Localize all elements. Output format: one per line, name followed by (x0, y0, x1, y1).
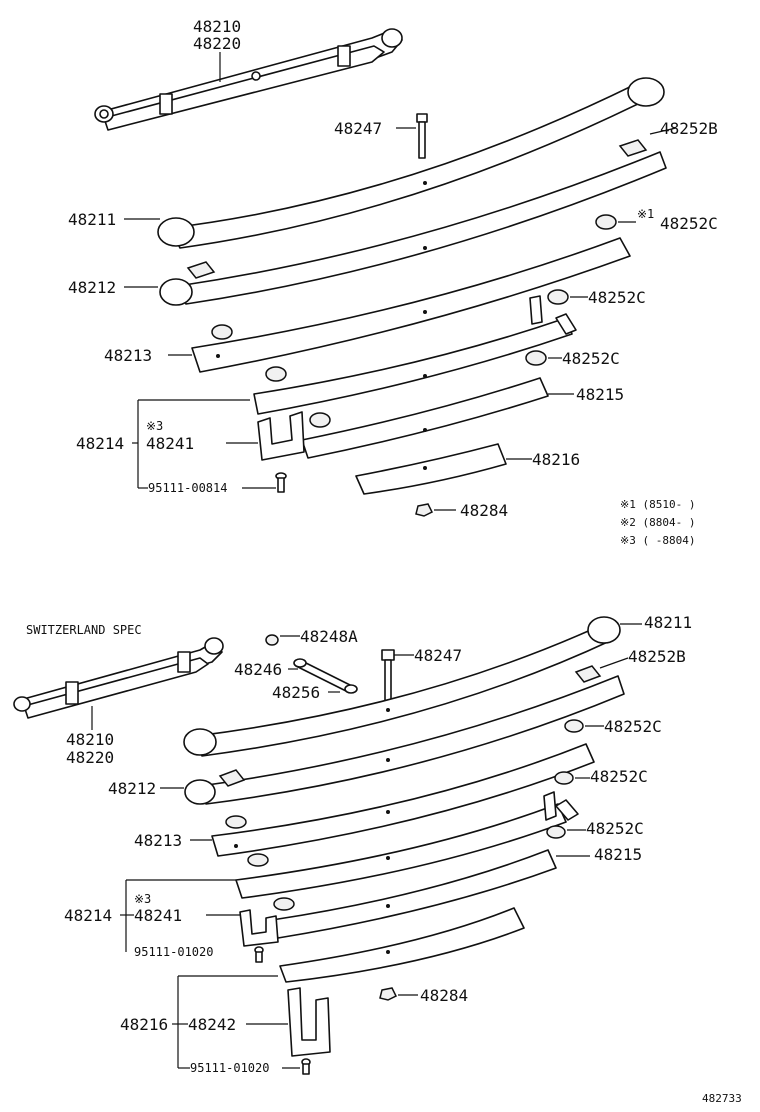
top-spring-assembly-illustration (94, 28, 403, 131)
top-nut-label: 48284 (460, 501, 508, 520)
top-pad-c2-illustration (547, 289, 569, 305)
bottom-shackle-pin-label: 48256 (272, 683, 320, 702)
bottom-pin-illustration (293, 658, 358, 694)
bottom-fourth-leaf-illustration (235, 791, 579, 899)
bottom-pad-b-label: 48252B (628, 647, 686, 666)
top-center-bolt-label: 48247 (334, 119, 382, 138)
bottom-group-2-bracket (172, 975, 278, 1069)
bottom-clip-label: 48241 (134, 906, 182, 925)
bottom-pad-c1-illustration (564, 719, 584, 733)
top-nut-illustration (415, 503, 434, 517)
top-assembly-label-2: 48220 (193, 34, 241, 53)
bottom-pad-b-illustration (574, 665, 602, 683)
bottom-pad-c2-label: 48252C (590, 767, 648, 786)
bottom-rivet-1-label: 95111-01020 (134, 945, 213, 959)
top-second-leaf-illustration (159, 151, 667, 306)
bottom-assembly-label-2: 48220 (66, 748, 114, 767)
bottom-nut-illustration (379, 987, 398, 1001)
bottom-bushing-label: 48248A (300, 627, 358, 646)
top-sixth-leaf-label: 48216 (532, 450, 580, 469)
bottom-fifth-leaf-illustration (271, 849, 557, 939)
note-1: ※1 (8510- ) (620, 498, 695, 511)
top-center-bolt-illustration (416, 113, 428, 159)
bottom-pad-c1-label: 48252C (604, 717, 662, 736)
top-fifth-leaf-illustration (301, 377, 549, 459)
bottom-center-bolt-illustration (381, 649, 395, 703)
bottom-center-bolt-label: 48247 (414, 646, 462, 665)
bottom-third-leaf-label: 48213 (134, 831, 182, 850)
bottom-group-bracket (120, 879, 236, 952)
bottom-clip-illustration (239, 909, 279, 947)
bottom-main-leaf-label: 48211 (644, 613, 692, 632)
note-3: ※3 ( -8804) (620, 534, 695, 547)
bottom-pin-label: 48246 (234, 660, 282, 679)
top-clip-illustration (257, 411, 305, 461)
bottom-group-2-label: 48216 (120, 1015, 168, 1034)
bottom-nut-label: 48284 (420, 986, 468, 1005)
top-group-label: 48214 (76, 434, 124, 453)
bottom-rivet-1-illustration (254, 946, 264, 963)
bottom-second-leaf-label: 48212 (108, 779, 156, 798)
figure-number: 482733 (702, 1092, 742, 1105)
bottom-second-leaf-illustration (184, 675, 625, 805)
bottom-spec-title: SWITZERLAND SPEC (26, 623, 142, 637)
top-fifth-leaf-label: 48215 (576, 385, 624, 404)
bottom-pad-c2-illustration (554, 771, 574, 785)
bottom-main-leaf-illustration (183, 616, 621, 757)
top-pad-c2-label: 48252C (588, 288, 646, 307)
top-pad-b-illustration (618, 139, 648, 157)
top-sixth-leaf-illustration (355, 443, 507, 495)
top-pad-c1-illustration (595, 214, 617, 230)
top-pad-c1-mark: ※1 (637, 207, 654, 221)
bottom-clamp-label: 48242 (188, 1015, 236, 1034)
bottom-rivet-2-label: 95111-01020 (190, 1061, 269, 1075)
note-2: ※2 (8804- ) (620, 516, 695, 529)
top-pad-c3-label: 48252C (562, 349, 620, 368)
bottom-sixth-leaf-illustration (279, 907, 525, 983)
top-clip-label: 48241 (146, 434, 194, 453)
top-main-leaf-illustration (157, 77, 665, 249)
bottom-bushing-illustration (265, 634, 279, 646)
top-rivet-label: 95111-00814 (148, 481, 227, 495)
top-third-leaf-illustration (191, 237, 631, 373)
bottom-pad-c3-illustration (546, 825, 566, 839)
bottom-clamp-illustration (287, 987, 331, 1057)
top-group-bracket (132, 399, 250, 489)
top-pad-c1-label: 48252C (660, 214, 718, 233)
bottom-third-leaf-illustration (211, 743, 595, 857)
top-second-leaf-label: 48212 (68, 278, 116, 297)
top-clip-mark: ※3 (146, 419, 163, 433)
top-rivet-illustration (275, 472, 287, 493)
bottom-clip-mark: ※3 (134, 892, 151, 906)
top-third-leaf-label: 48213 (104, 346, 152, 365)
bottom-spring-assembly-illustration (13, 637, 224, 719)
bottom-fifth-leaf-label: 48215 (594, 845, 642, 864)
top-fourth-leaf-illustration (211, 295, 577, 415)
bottom-group-label: 48214 (64, 906, 112, 925)
top-pad-b-label: 48252B (660, 119, 718, 138)
bottom-pad-c3-label: 48252C (586, 819, 644, 838)
top-main-leaf-label: 48211 (68, 210, 116, 229)
bottom-rivet-2-illustration (301, 1058, 311, 1075)
top-pad-c3-illustration (525, 350, 547, 366)
top-assembly-label-1: 48210 (193, 17, 241, 36)
bottom-assembly-label-1: 48210 (66, 730, 114, 749)
